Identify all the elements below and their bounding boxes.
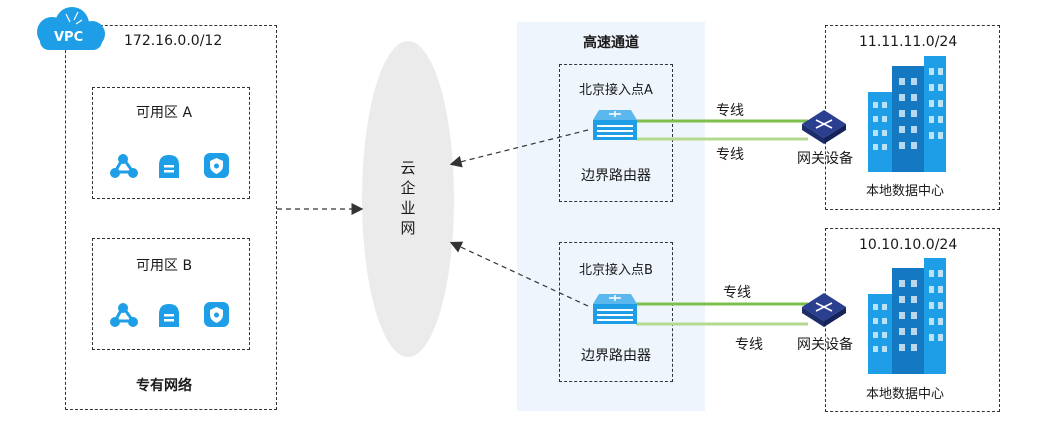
gateway-b-label: 网关设备 xyxy=(797,337,853,353)
cloud-network-char: 网 xyxy=(400,219,416,237)
router-b-to-cen-arrow xyxy=(449,241,589,307)
access-point-b-box xyxy=(559,242,673,382)
datacenter-b-cidr: 10.10.10.0/24 xyxy=(859,237,958,253)
datacenter-building-icon xyxy=(868,258,946,374)
security-shield-icon xyxy=(204,302,229,327)
router-a-label: 边界路由器 xyxy=(581,168,651,184)
cloud-network-char: 企 xyxy=(400,179,416,197)
vpc-footer-label: 专有网络 xyxy=(136,378,192,394)
leased-line-b-bottom-label: 专线 xyxy=(735,337,763,353)
cloud-server-icon xyxy=(159,155,179,178)
leased-line-a-top-label: 专线 xyxy=(716,103,744,119)
vpc-boundary xyxy=(65,25,277,410)
access-point-b-label: 北京接入点B xyxy=(579,263,653,278)
router-b-label: 边界路由器 xyxy=(581,348,651,364)
gateway-a-label: 网关设备 xyxy=(797,151,853,167)
express-channel-panel xyxy=(517,22,705,411)
zone-a-box xyxy=(92,87,250,199)
router-a-to-cen-arrow xyxy=(449,129,589,168)
border-router-icon xyxy=(593,294,637,324)
cloud-server-icon xyxy=(159,304,179,327)
zone-b-box xyxy=(92,238,250,350)
cloud-enterprise-network-ellipse xyxy=(362,41,454,357)
express-channel-title: 高速通道 xyxy=(583,35,639,51)
zone-a-label: 可用区 A xyxy=(136,105,193,121)
vpc-cloud-icon xyxy=(37,7,105,50)
cloud-network-char: 云 xyxy=(400,159,416,177)
cloud-network-label: 云 企 业 网 xyxy=(398,158,418,238)
border-router-icon xyxy=(593,110,637,140)
vpc-badge-label: VPC xyxy=(54,30,84,45)
gateway-device-icon xyxy=(802,293,846,327)
gateway-device-icon xyxy=(802,110,846,144)
datacenter-a-cidr: 11.11.11.0/24 xyxy=(859,34,958,50)
datacenter-b-label: 本地数据中心 xyxy=(866,387,945,402)
security-shield-icon xyxy=(204,153,229,178)
leased-line-a-bottom-label: 专线 xyxy=(716,147,744,163)
datacenter-a-label: 本地数据中心 xyxy=(866,184,945,199)
access-point-a-box xyxy=(559,64,673,202)
access-point-a-label: 北京接入点A xyxy=(579,83,653,98)
cloud-network-char: 业 xyxy=(400,199,416,217)
network-topology-icon xyxy=(110,303,138,327)
leased-line-b-top-label: 专线 xyxy=(723,285,751,301)
vpc-cidr: 172.16.0.0/12 xyxy=(124,33,223,49)
datacenter-building-icon xyxy=(868,56,946,172)
network-topology-icon xyxy=(110,154,138,178)
zone-b-label: 可用区 B xyxy=(136,258,193,274)
